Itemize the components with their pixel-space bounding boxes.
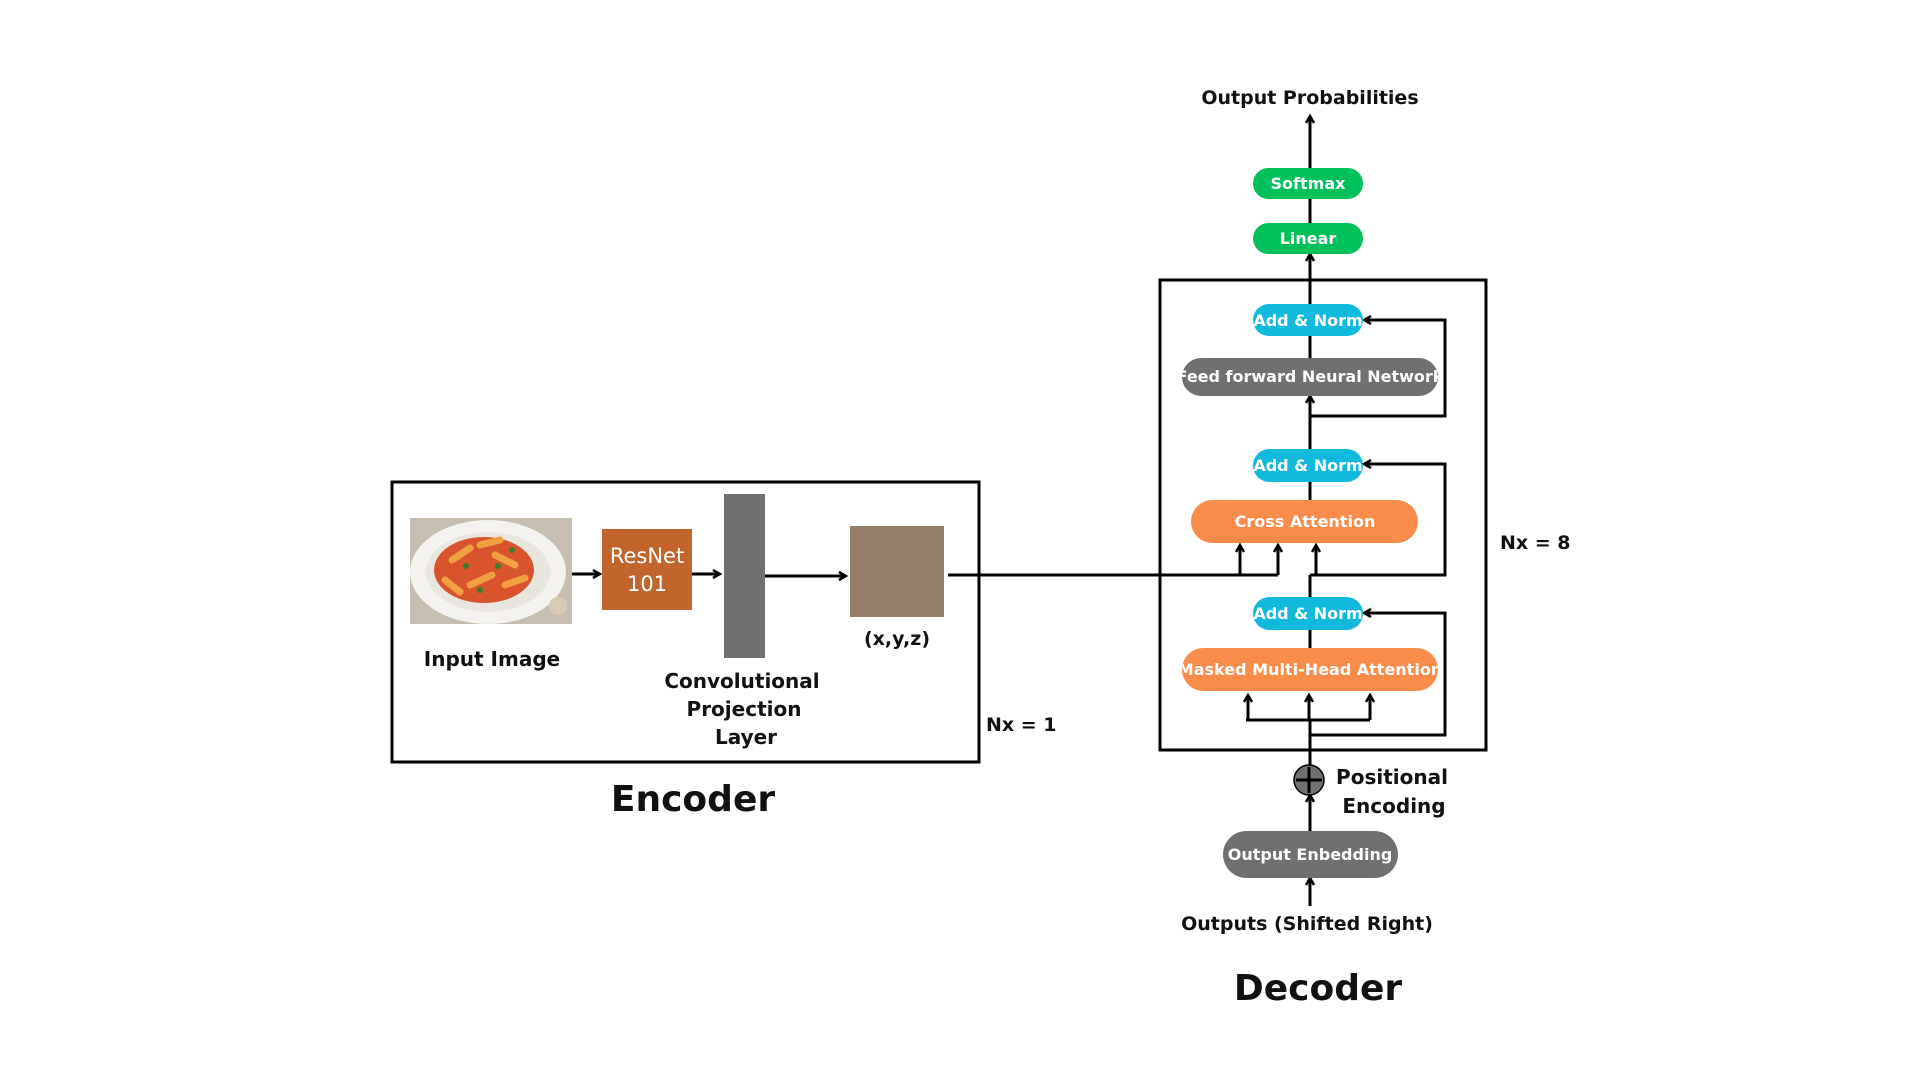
decoder-title: Decoder xyxy=(1234,968,1403,1009)
cross-attention-label: Cross Attention xyxy=(1235,512,1376,531)
flow-cross-in-3 xyxy=(1310,545,1316,577)
encoder-repeat-label: Nx = 1 xyxy=(986,714,1057,736)
input-image xyxy=(410,518,572,624)
linear-block: Linear xyxy=(1253,223,1363,254)
feature-map-block xyxy=(850,526,944,617)
add-norm-mid-block: Add & Norm xyxy=(1253,449,1363,482)
positional-add-icon xyxy=(1293,764,1325,796)
resnet-label-line2: 101 xyxy=(627,572,667,596)
decoder: Softmax Linear Add & Norm Feed forward N… xyxy=(1158,87,1571,1009)
conv-label-line1: Convolutional xyxy=(664,669,819,693)
linear-label: Linear xyxy=(1280,229,1337,248)
encoder: Input Image ResNet 101 Convolutional Pro… xyxy=(390,480,1057,820)
output-embedding-block: Output Enbedding xyxy=(1223,831,1398,878)
output-probabilities-label: Output Probabilities xyxy=(1201,87,1418,109)
resnet-block xyxy=(602,529,692,610)
masked-attention-block: Masked Multi-Head Attention xyxy=(1178,648,1442,691)
residual-middle xyxy=(1316,464,1447,577)
outputs-shifted-label: Outputs (Shifted Right) xyxy=(1181,913,1433,935)
encoder-frame xyxy=(390,480,981,764)
positional-encoding-line1: Positional xyxy=(1336,765,1448,789)
resnet-label-line1: ResNet xyxy=(610,544,684,568)
decoder-frame xyxy=(1158,278,1488,752)
decoder-repeat-label: Nx = 8 xyxy=(1500,532,1571,554)
add-norm-top-label: Add & Norm xyxy=(1253,311,1362,330)
softmax-label: Softmax xyxy=(1271,174,1347,193)
softmax-block: Softmax xyxy=(1253,168,1363,199)
output-embedding-label: Output Enbedding xyxy=(1228,845,1393,864)
input-image-label: Input Image xyxy=(424,647,560,671)
conv-label-line3: Layer xyxy=(715,725,777,749)
add-norm-top-block: Add & Norm xyxy=(1253,304,1363,336)
add-norm-mid-label: Add & Norm xyxy=(1253,456,1362,475)
feature-map-label: (x,y,z) xyxy=(864,628,930,650)
feed-forward-label: Feed forward Neural Network xyxy=(1177,367,1444,386)
conv-label-line2: Projection xyxy=(687,697,802,721)
residual-bottom xyxy=(1310,613,1447,737)
residual-top xyxy=(1310,320,1447,418)
feed-forward-block: Feed forward Neural Network xyxy=(1177,358,1444,396)
add-norm-bottom-block: Add & Norm xyxy=(1253,597,1363,630)
add-norm-bottom-label: Add & Norm xyxy=(1253,604,1362,623)
positional-encoding-line2: Encoding xyxy=(1342,794,1445,818)
conv-projection-block xyxy=(724,494,765,658)
masked-attention-label: Masked Multi-Head Attention xyxy=(1178,660,1442,679)
cross-attention-block: Cross Attention xyxy=(1191,500,1418,543)
encoder-title: Encoder xyxy=(611,779,775,820)
